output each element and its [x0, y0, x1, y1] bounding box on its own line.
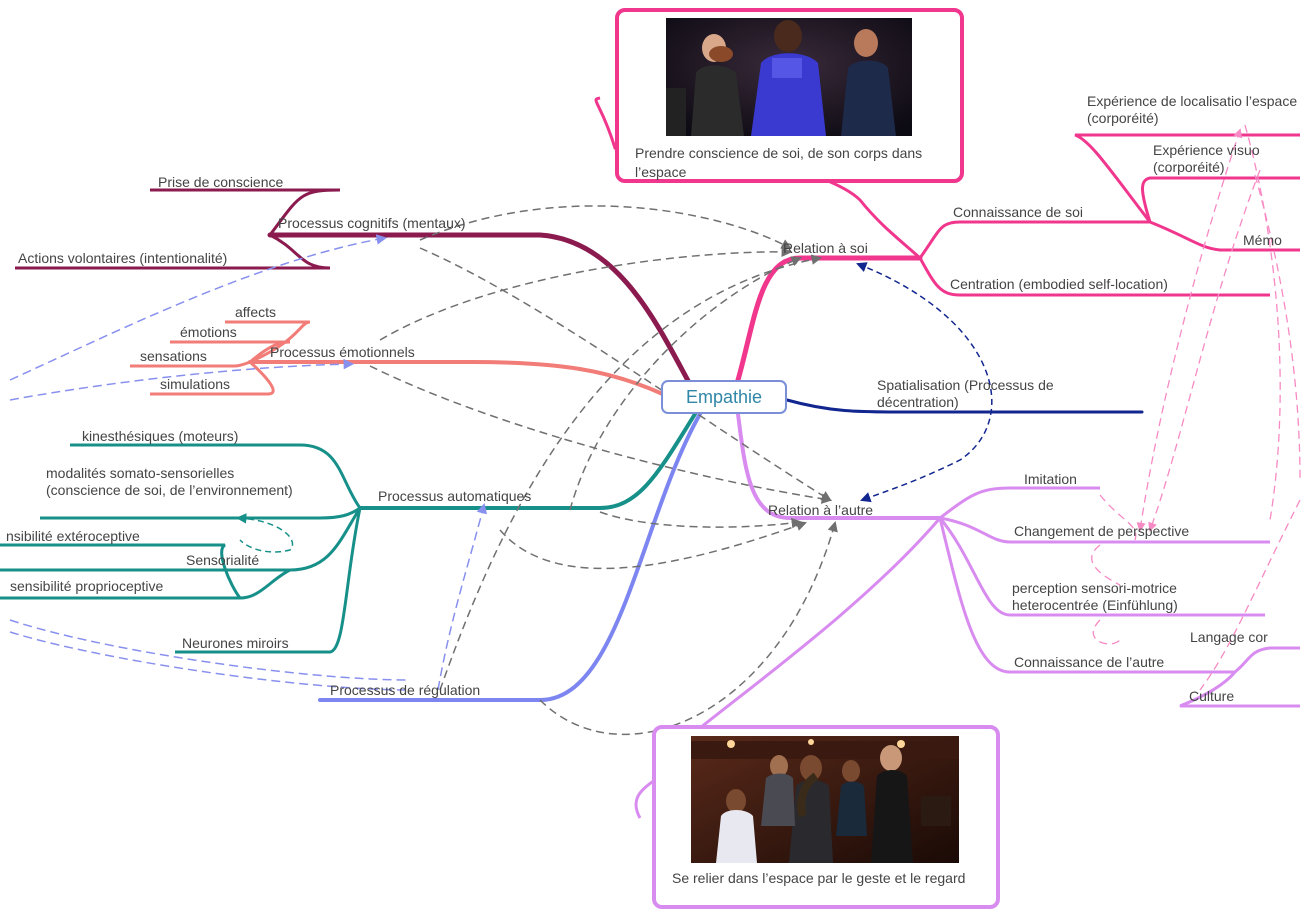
branch-label-spatial[interactable]: Spatialisation (Processus de décentratio… — [877, 377, 1054, 410]
node-kinesthesiques[interactable]: kinesthésiques (moteurs) — [82, 428, 239, 444]
photo-self-awareness — [666, 18, 912, 136]
node-connaissance-autre[interactable]: Connaissance de l’autre — [1014, 654, 1165, 670]
branch-label-emotional[interactable]: Processus émotionnels — [270, 344, 415, 360]
branch-other — [736, 412, 942, 520]
node-experience-localisation[interactable]: Expérience de localisatio l’espace (corp… — [1087, 93, 1298, 126]
node-langage-corporel[interactable]: Langage cor — [1190, 629, 1268, 645]
photo-gesture-gaze — [691, 736, 959, 863]
photo-card-self[interactable]: Prendre conscience de soi, de son corps … — [615, 8, 964, 183]
branch-cognitive — [267, 232, 695, 391]
branch-label-regulation[interactable]: Processus de régulation — [330, 682, 481, 698]
node-emotions[interactable]: émotions — [180, 324, 237, 340]
node-sensibilite-exteroceptive[interactable]: nsibilité extéroceptive — [6, 528, 140, 544]
node-centration[interactable]: Centration (embodied self-location) — [950, 276, 1168, 292]
node-connaissance-de-soi[interactable]: Connaissance de soi — [953, 204, 1083, 220]
branch-label-other[interactable]: Relation à l’autre — [768, 502, 874, 518]
branch-spatial — [785, 398, 1144, 414]
photo-card-other[interactable]: Se relier dans l’espace par le geste et … — [652, 725, 1000, 909]
node-sensations[interactable]: sensations — [140, 348, 207, 364]
node-sensorialite[interactable]: Sensorialité — [186, 552, 260, 568]
center-label: Empathie — [685, 386, 763, 407]
node-perception-sensori-motrice[interactable]: perception sensori-motrice heterocentrée… — [1012, 580, 1178, 613]
node-actions-volontaires[interactable]: Actions volontaires (intentionalité) — [18, 250, 228, 266]
node-experience-visuo[interactable]: Expérience visuo (corporéité) — [1153, 142, 1260, 175]
node-imitation[interactable]: Imitation — [1024, 471, 1077, 487]
node-culture[interactable]: Culture — [1189, 688, 1235, 704]
node-memo[interactable]: Mémo — [1243, 232, 1282, 248]
node-changement-perspective[interactable]: Changement de perspective — [1014, 523, 1190, 539]
node-neurones-miroirs[interactable]: Neurones miroirs — [182, 635, 289, 651]
node-sensibilite-proprioceptive[interactable]: sensibilité proprioceptive — [10, 578, 164, 594]
branch-emotional — [248, 360, 667, 397]
center-node-empathie[interactable]: Empathie — [661, 380, 787, 414]
photo-card-self-caption: Prendre conscience de soi, de son corps … — [635, 145, 923, 180]
branch-label-self[interactable]: Relation à soi — [783, 240, 868, 256]
branch-label-cognitive[interactable]: Processus cognitifs (mentaux) — [278, 215, 466, 231]
node-prise-de-conscience[interactable]: Prise de conscience — [158, 174, 284, 190]
photo-card-other-caption: Se relier dans l’espace par le geste et … — [672, 870, 966, 886]
node-modalites-somato[interactable]: modalités somato-sensorielles (conscienc… — [46, 465, 293, 498]
node-affects[interactable]: affects — [235, 304, 276, 320]
branch-regulation — [318, 412, 702, 702]
branch-self — [735, 255, 923, 383]
branch-automatic — [358, 412, 697, 510]
node-simulations[interactable]: simulations — [160, 376, 231, 392]
branch-label-automatic[interactable]: Processus automatiques — [378, 488, 532, 504]
